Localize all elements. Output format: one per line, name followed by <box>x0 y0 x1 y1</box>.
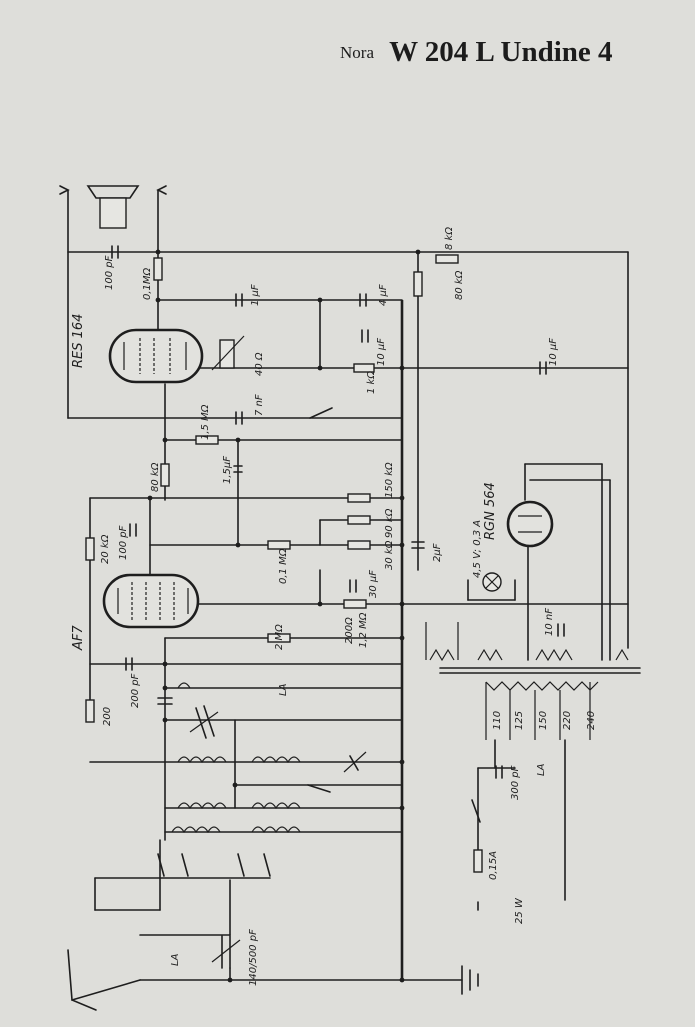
label-la-net: LA <box>278 683 289 696</box>
page-title: Nora W 204 L Undine 4 <box>340 36 613 69</box>
ground-icon <box>461 965 479 995</box>
label-c-tuning: 140/500 pF <box>248 929 259 986</box>
label-r-1k: 1 kΩ <box>366 371 377 394</box>
label-la-ant: LA <box>170 953 181 966</box>
label-c-1uf: 1 µF <box>250 284 261 306</box>
label-c-2uf: 2µF <box>432 543 443 562</box>
label-c-15uf: 1,5µF <box>222 456 233 484</box>
title-model: W 204 L Undine 4 <box>389 36 613 68</box>
tap-label: 240 <box>586 711 597 730</box>
tube-af7-icon <box>102 573 200 629</box>
title-brand: Nora <box>340 43 374 62</box>
label-c-100pf-top: 100 pF <box>104 255 115 290</box>
component-labels: RES 164 AF7 RGN 564 100 pF 0,1MΩ 1 µF 40… <box>71 227 597 986</box>
label-r-40: 40 Ω <box>254 352 265 376</box>
label-fuse: 0,15A <box>488 851 499 880</box>
tube-label-af7: AF7 <box>71 625 86 651</box>
label-c-7nf: 7 nF <box>254 394 265 416</box>
label-r-90k: 90 kΩ <box>384 508 395 538</box>
label-c-200pf: 200 pF <box>130 673 141 708</box>
label-r-200g: 200 <box>102 707 113 726</box>
tap-label: 150 <box>538 711 549 730</box>
tap-label: 125 <box>514 711 525 730</box>
label-r-12m: 1,2 MΩ <box>358 612 369 648</box>
label-c-4uf: 4 µF <box>378 284 389 306</box>
tube-label-res164: RES 164 <box>71 314 86 368</box>
dial-lamp-icon <box>482 572 502 592</box>
label-r-2m: 2 MΩ <box>274 624 285 650</box>
wiring <box>67 249 629 981</box>
label-lamp: 4,5 V; 0,3 A <box>472 520 483 578</box>
label-r-30k: 30 kΩ <box>384 540 395 570</box>
label-r-150k: 150 kΩ <box>384 462 395 498</box>
junction-dots <box>147 249 421 983</box>
label-r-80k-grid: 80 kΩ <box>150 462 161 492</box>
label-power: 25 W <box>514 897 525 924</box>
tap-label: 110 <box>492 711 503 730</box>
label-c-10uf-b: 10 µF <box>548 338 559 366</box>
capacitors <box>111 245 565 969</box>
resistors <box>85 254 483 873</box>
label-c-300pf: 300 pF <box>510 765 521 800</box>
label-c-30uf: 30 µF <box>368 570 379 598</box>
tube-rgn564-icon <box>506 500 554 548</box>
tube-label-rgn564: RGN 564 <box>483 482 498 540</box>
label-c-10nf: 10 nF <box>544 608 555 636</box>
label-r-8k: 8 kΩ <box>444 227 455 250</box>
label-r-15m: 1,5 MΩ <box>200 404 211 440</box>
label-r-01m-b: 0,1 MΩ <box>278 548 289 584</box>
tap-label: 220 <box>562 711 573 730</box>
loudspeaker-icon <box>59 185 167 419</box>
label-c-10uf-a: 10 µF <box>376 338 387 366</box>
label-la-coil: LA <box>536 763 547 776</box>
power-transformer-icon <box>425 622 641 740</box>
label-c-100pf-b: 100 pF <box>118 525 129 560</box>
label-r-200: 200Ω <box>344 617 355 644</box>
switches <box>157 407 481 877</box>
tube-res164-icon <box>108 328 204 384</box>
label-r-01m-plate: 0,1MΩ <box>142 267 153 300</box>
label-r-80k-top: 80 kΩ <box>454 270 465 300</box>
antenna-icon <box>67 949 141 1011</box>
coils <box>171 682 301 834</box>
label-r-20k: 20 kΩ <box>100 534 111 564</box>
